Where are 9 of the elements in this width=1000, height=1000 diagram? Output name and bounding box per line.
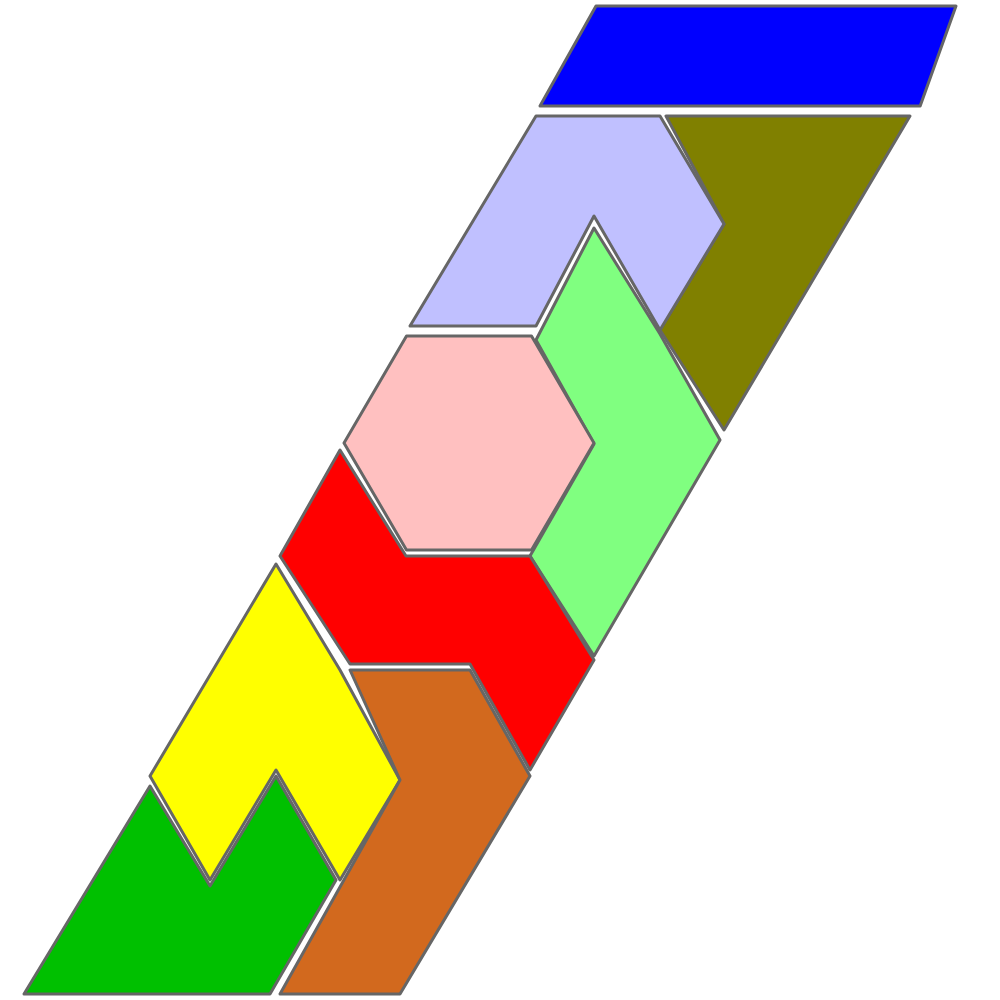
puzzle-piece: [408, 114, 726, 332]
puzzle-piece: [148, 562, 402, 882]
puzzle-piece: [528, 226, 722, 658]
puzzle-piece: [658, 114, 912, 432]
hexagon-piece: [342, 334, 596, 552]
puzzle-piece: [278, 448, 596, 772]
puzzle-piece: [22, 774, 338, 996]
parallelogram-piece: [538, 4, 958, 108]
puzzle-piece: [278, 668, 532, 996]
